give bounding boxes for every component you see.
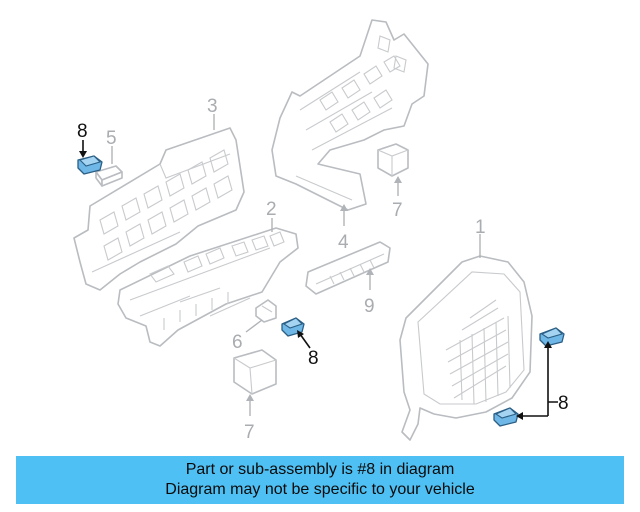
callout-2: 2: [266, 199, 277, 220]
fuse-strip-part-9[interactable]: [305, 241, 391, 295]
callout-8-right: 8: [558, 393, 569, 414]
callout-3: 3: [207, 96, 218, 117]
clip-part-6[interactable]: [255, 299, 277, 323]
banner-line-2: Diagram may not be specific to your vehi…: [165, 481, 475, 498]
fuse-box-part-3[interactable]: [73, 127, 245, 291]
callout-8-upper-left: 8: [77, 121, 88, 142]
fuse-part-8-highlight-1[interactable]: [77, 155, 103, 175]
callout-9: 9: [364, 296, 375, 317]
callout-7-upper: 7: [392, 200, 403, 221]
relay-carrier-part-4[interactable]: [271, 19, 429, 211]
relay-panel-part-2[interactable]: [117, 227, 299, 347]
info-banner: Part or sub-assembly is #8 in diagram Di…: [16, 456, 624, 504]
callout-4: 4: [338, 232, 349, 253]
fuse-part-8-highlight-3[interactable]: [539, 327, 565, 347]
fuse-part-8-highlight-4[interactable]: [493, 407, 519, 427]
callout-7-lower: 7: [244, 422, 255, 443]
callout-6: 6: [232, 332, 243, 353]
callout-5: 5: [106, 128, 117, 149]
relay-part-7-lower[interactable]: [233, 349, 277, 395]
callout-8-middle: 8: [308, 348, 319, 369]
banner-line-1: Part or sub-assembly is #8 in diagram: [185, 461, 455, 478]
leader-lines-part-8: [79, 140, 558, 420]
fuse-part-5[interactable]: [95, 165, 123, 187]
relay-part-7-upper[interactable]: [377, 143, 409, 177]
callout-1: 1: [475, 217, 486, 238]
leader-lines: [111, 114, 481, 416]
fuse-box-cover-part-1[interactable]: [399, 255, 533, 441]
